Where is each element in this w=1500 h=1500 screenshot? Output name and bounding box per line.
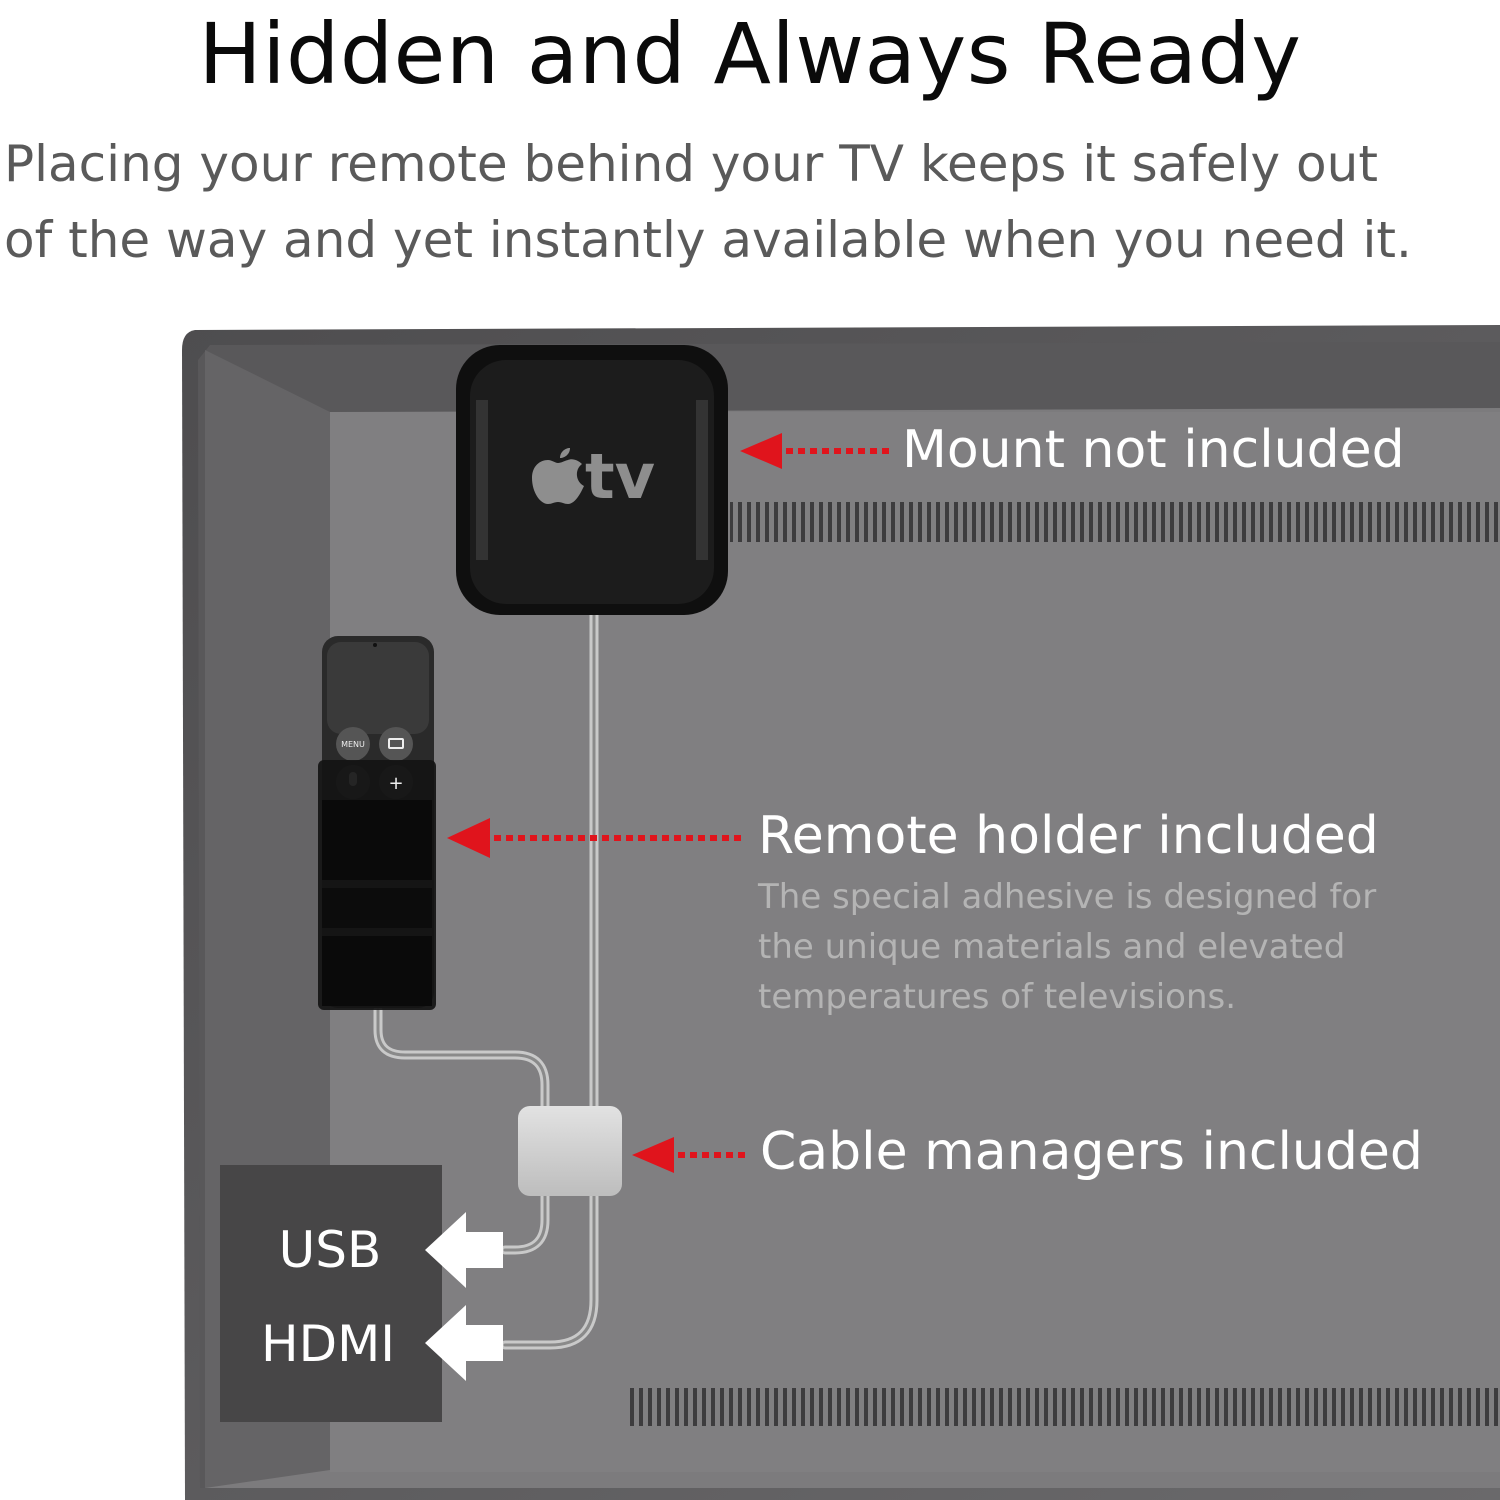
note-line-3: temperatures of televisions.	[758, 977, 1237, 1017]
home-button	[379, 727, 413, 761]
cable-clip	[518, 1106, 622, 1196]
vent-top	[730, 502, 1500, 542]
cable-managers-callout-label: Cable managers included	[760, 1122, 1423, 1182]
note-line-2: the unique materials and elevated	[758, 927, 1346, 967]
vent-bottom	[628, 1388, 1500, 1426]
usb-port-label: USB	[278, 1221, 382, 1279]
note-line-1: The special adhesive is designed for	[758, 877, 1377, 917]
menu-button-label: MENU	[341, 740, 365, 749]
cables	[373, 595, 599, 1350]
port-panel	[220, 1165, 442, 1422]
apple-logo-icon	[532, 448, 584, 504]
plus-label: +	[388, 773, 403, 794]
apple-tv-device: tv	[456, 345, 728, 615]
hdmi-port-label: HDMI	[261, 1315, 395, 1373]
mount-callout-label: Mount not included	[902, 420, 1405, 480]
remote-callout-arrow	[447, 818, 745, 858]
subhead-line-2: of the way and yet instantly available w…	[4, 211, 1412, 269]
subhead-line-1: Placing your remote behind your TV keeps…	[4, 135, 1378, 193]
tv-back	[182, 325, 1500, 1500]
menu-button	[336, 727, 370, 761]
hdmi-arrow-icon	[425, 1305, 503, 1381]
remote-holder-callout-label: Remote holder included	[758, 806, 1379, 866]
apple-tv-logo-text: tv	[585, 440, 655, 513]
remote-holder-note: The special adhesive is designed for the…	[758, 872, 1458, 1022]
subhead: Placing your remote behind your TV keeps…	[4, 126, 1500, 278]
siri-remote: MENU +	[318, 636, 436, 1010]
headline: Hidden and Always Ready	[198, 5, 1302, 103]
usb-arrow-icon	[425, 1212, 503, 1288]
mount-callout-arrow	[740, 433, 890, 469]
cable-callout-arrow	[632, 1137, 745, 1173]
